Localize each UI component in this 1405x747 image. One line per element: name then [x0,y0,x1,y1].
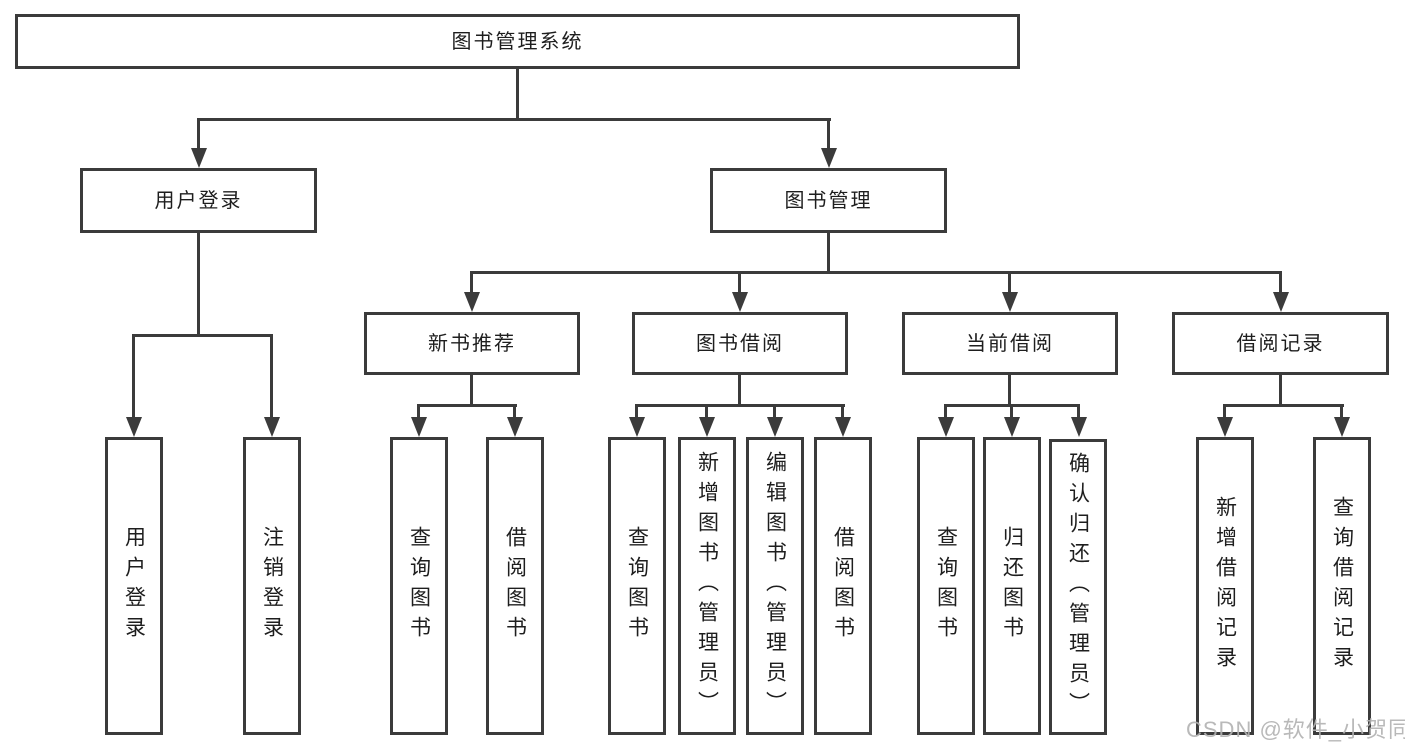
connector-line [1223,404,1344,407]
node-query-books-current: 查询图书 [917,437,975,735]
node-current-borrow: 当前借阅 [902,312,1118,375]
arrow-down-icon [191,148,207,168]
connector-line [197,118,831,121]
node-return-books: 归还图书 [983,437,1041,735]
connector-line [417,404,517,407]
arrow-down-icon [699,417,715,437]
arrow-down-icon [732,292,748,312]
connector-line [1340,404,1343,419]
node-borrow-records: 借阅记录 [1172,312,1389,375]
node-user-login: 用户登录 [80,168,317,233]
node-new-book-recommend: 新书推荐 [364,312,580,375]
connector-line [841,404,844,419]
arrow-down-icon [1002,292,1018,312]
arrow-down-icon [938,417,954,437]
connector-line [1077,404,1080,419]
connector-line [635,404,638,419]
node-borrow-books-recommend: 借阅图书 [486,437,544,735]
connector-line [827,233,830,274]
node-confirm-return-admin: 确认归还（管理员） [1049,439,1107,735]
node-book-borrow: 图书借阅 [632,312,848,375]
arrow-down-icon [264,417,280,437]
connector-line [1279,271,1282,296]
connector-line [738,271,741,296]
connector-line [1008,271,1011,296]
arrow-down-icon [464,292,480,312]
connector-line [417,404,420,419]
node-user-login-leaf: 用户登录 [105,437,163,735]
node-query-books-borrow: 查询图书 [608,437,666,735]
node-add-borrow-record: 新增借阅记录 [1196,437,1254,735]
arrow-down-icon [629,417,645,437]
connector-line [132,334,135,419]
arrow-down-icon [821,148,837,168]
connector-line [773,404,776,419]
connector-line [516,69,519,120]
connector-line [270,334,273,419]
connector-line [944,404,947,419]
arrow-down-icon [507,417,523,437]
connector-line [738,375,741,407]
node-logout: 注销登录 [243,437,301,735]
node-root: 图书管理系统 [15,14,1020,69]
connector-line [471,271,1282,274]
node-query-borrow-record: 查询借阅记录 [1313,437,1371,735]
watermark: CSDN @软件_小贺同学 [1186,717,1405,742]
connector-line [197,233,200,336]
connector-line [1223,404,1226,419]
arrow-down-icon [1071,417,1087,437]
connector-line [827,118,830,152]
connector-line [1008,375,1011,407]
arrow-down-icon [411,417,427,437]
node-query-books-recommend: 查询图书 [390,437,448,735]
connector-line [705,404,708,419]
arrow-down-icon [1004,417,1020,437]
arrow-down-icon [1273,292,1289,312]
node-edit-books-admin: 编辑图书（管理员） [746,437,804,735]
connector-line [513,404,516,419]
arrow-down-icon [767,417,783,437]
connector-line [1010,404,1013,419]
connector-line [1279,375,1282,407]
arrow-down-icon [1217,417,1233,437]
arrow-down-icon [1334,417,1350,437]
node-book-management: 图书管理 [710,168,947,233]
connector-line [470,271,473,296]
connector-line [635,404,845,407]
node-add-books-admin: 新增图书（管理员） [678,437,736,735]
arrow-down-icon [835,417,851,437]
connector-line [470,375,473,407]
arrow-down-icon [126,417,142,437]
connector-line [197,118,200,152]
node-borrow-books: 借阅图书 [814,437,872,735]
connector-line [132,334,273,337]
